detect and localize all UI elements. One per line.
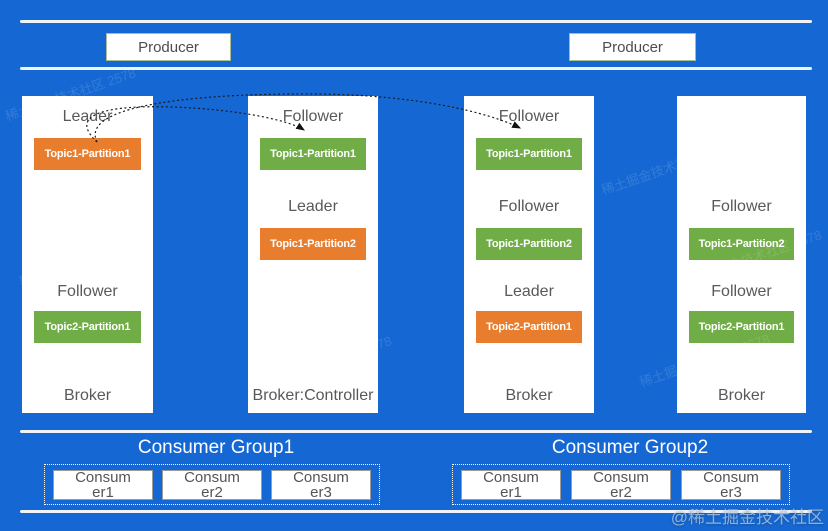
- consumer-group1-title: Consumer Group1: [137, 437, 295, 458]
- partition-role-label: Follower: [711, 198, 772, 215]
- partition-role-label: Follower: [498, 108, 560, 125]
- consumer-box: Consumer2: [162, 469, 262, 500]
- consumer-box: Consumer1: [53, 469, 153, 500]
- broker-label: Broker: [717, 386, 766, 404]
- consumer-box: Consumer3: [681, 469, 781, 500]
- separator-line-top: [20, 20, 812, 23]
- producer-box-2: Producer: [569, 33, 696, 61]
- broker-label: Broker:Controller: [252, 386, 374, 404]
- partition-role-label: Follower: [57, 283, 118, 300]
- consumer-box: Consumer2: [571, 469, 671, 500]
- producer-box-1: Producer: [106, 33, 231, 61]
- partition-role-label: Leader: [504, 283, 554, 300]
- partition-box-follower: Topic1-Partition1: [260, 138, 366, 170]
- partition-box-follower: Topic2-Partition1: [689, 311, 794, 343]
- separator-line-brokers-bottom: [20, 430, 812, 433]
- consumer-group2-title: Consumer Group2: [551, 437, 709, 458]
- partition-box-follower: Topic2-Partition1: [34, 311, 141, 343]
- partition-role-label: Follower: [711, 283, 772, 300]
- partition-box-leader: Topic1-Partition2: [260, 228, 366, 260]
- partition-role-label: Leader: [62, 108, 113, 125]
- separator-line-bottom: [20, 510, 812, 513]
- producer-label: Producer: [602, 38, 663, 56]
- consumer-group1-container: Consumer1 Consumer2 Consumer3: [44, 464, 380, 505]
- partition-box-leader: Topic1-Partition1: [34, 138, 141, 170]
- partition-box-follower: Topic1-Partition2: [689, 228, 794, 260]
- consumer-box: Consumer1: [461, 469, 561, 500]
- consumer-group2-container: Consumer1 Consumer2 Consumer3: [452, 464, 790, 505]
- broker-label: Broker: [505, 386, 553, 404]
- corner-watermark: @稀土掘金技术社区: [670, 508, 824, 527]
- partition-role-label: Leader: [288, 198, 338, 215]
- partition-box-follower: Topic1-Partition2: [476, 228, 582, 260]
- producer-label: Producer: [138, 38, 199, 56]
- separator-line-producers-bottom: [20, 67, 812, 70]
- partition-box-follower: Topic1-Partition1: [476, 138, 582, 170]
- partition-role-label: Follower: [498, 198, 560, 215]
- partition-box-leader: Topic2-Partition1: [476, 311, 582, 343]
- partition-role-label: Follower: [282, 108, 344, 125]
- broker-label: Broker: [63, 386, 112, 404]
- consumer-box: Consumer3: [271, 469, 371, 500]
